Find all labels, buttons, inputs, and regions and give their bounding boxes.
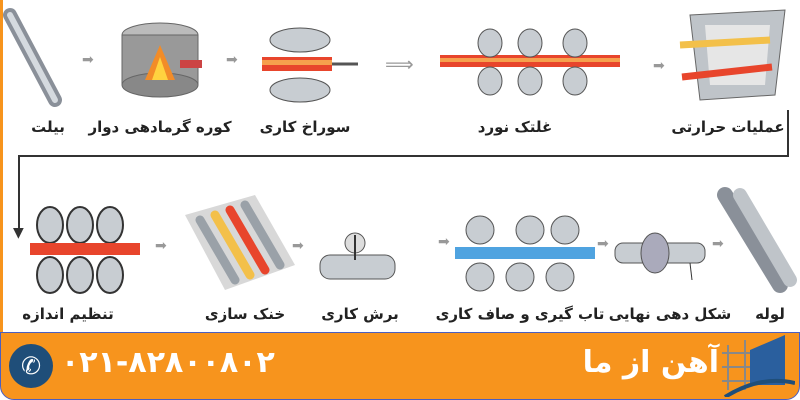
step-label-billet: بیلت — [31, 118, 65, 136]
pipe-icon — [717, 187, 797, 293]
step-label-straightening: تاب گیری و صاف کاری — [435, 305, 605, 323]
row1-illustrations — [3, 8, 786, 107]
step-label-rolling-mill: غلتک نورد — [477, 118, 553, 136]
arrow-right-icon: ➡ — [82, 52, 94, 68]
billet-icon — [3, 8, 62, 107]
phone-icon[interactable]: ✆ — [9, 344, 53, 388]
piercing-icon — [262, 27, 358, 103]
step-label-rotary-furnace: کوره گرمادهی دوار — [88, 118, 232, 136]
building-logo-icon — [722, 335, 795, 397]
arrow-right-icon: ➡ — [712, 236, 724, 252]
sizing-icon — [30, 206, 140, 294]
row2-illustrations — [30, 187, 797, 294]
final-shaping-icon — [614, 232, 706, 281]
arrow-right-icon: ➡ — [226, 52, 238, 68]
arrow-right-icon: ➡ — [292, 238, 304, 254]
straightening-icon — [455, 215, 595, 292]
arrow-down-icon: ▼ — [13, 225, 24, 241]
arrow-right-icon: ➡ — [438, 234, 450, 250]
brand-name: آهن از ما — [582, 345, 719, 380]
flow-line — [787, 110, 789, 155]
step-label-pipe: لوله — [755, 305, 785, 323]
left-border — [0, 0, 3, 335]
cutting-icon — [319, 232, 396, 280]
step-label-heat-treatment: عملیات حرارتی — [671, 118, 785, 136]
step-label-cutting: برش کاری — [321, 305, 399, 323]
phone-number[interactable]: ۰۲۱-۸۲۸۰۰۸۰۲ — [61, 345, 275, 380]
flow-line — [18, 155, 20, 230]
arrow-right-icon: ➡ — [653, 58, 665, 74]
flow-line — [18, 155, 789, 157]
cooling-icon — [185, 195, 295, 290]
step-label-cooling: خنک سازی — [204, 305, 286, 323]
step-label-piercing: سوراخ کاری — [259, 118, 351, 136]
step-label-final-shaping: شکل دهی نهایی — [608, 305, 732, 323]
footer-banner: ✆ ۰۲۱-۸۲۸۰۰۸۰۲ آهن از ما — [0, 332, 800, 400]
arrow-right-icon: ➡ — [155, 238, 167, 254]
step-label-sizing: تنظیم اندازه — [22, 305, 114, 323]
rotary-furnace-icon — [121, 22, 202, 98]
heat-treatment-icon — [679, 9, 786, 101]
rolling-mill-icon — [440, 28, 620, 96]
arrow-right-icon: ➡ — [597, 236, 609, 252]
arrow-right-icon: ⟹ — [385, 52, 414, 76]
